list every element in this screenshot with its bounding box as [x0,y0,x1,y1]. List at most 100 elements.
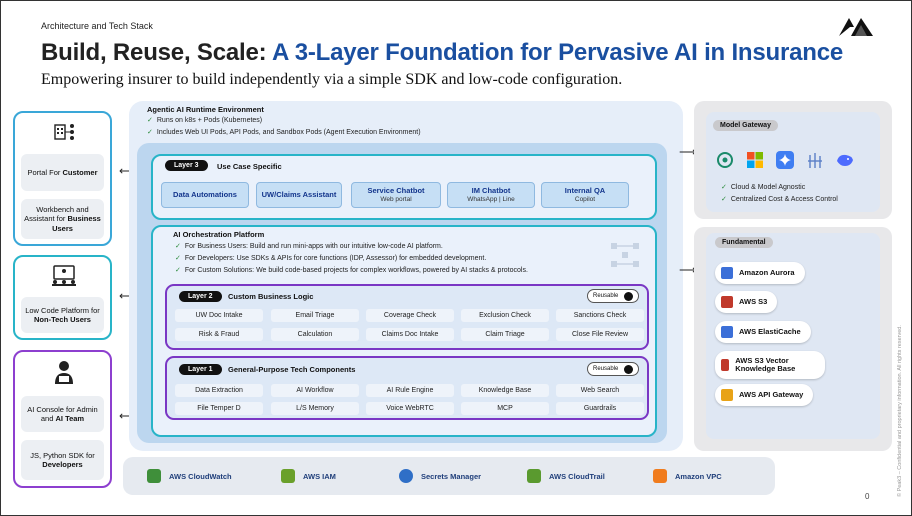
reusable-toggle: Reusable [587,289,640,303]
left-card-bold: Developers [42,460,83,469]
toggle-dot-icon [624,291,634,301]
layer1-item: AI Rule Engine [366,384,454,397]
deepseek-icon [837,154,853,166]
service-cloudtrail: AWS CloudTrail [527,469,605,483]
elasticache-icon [721,326,733,338]
usecase-name: IM Chatbot [471,185,511,195]
check-icon: ✓ [175,255,181,262]
bullet-text: Cloud & Model Agnostic [730,184,806,191]
check-icon: ✓ [175,267,181,274]
left-panel-customers: Portal For Customer Workbench and Assist… [13,111,112,246]
usecase-name: Data Automations [173,189,237,199]
left-card-low-code: Low Code Platform for Non-Tech Users [21,297,104,333]
service-vpc: Amazon VPC [653,469,722,483]
bullet-text: For Developers: Use SDKs & APIs for core… [184,255,487,262]
reusable-label: Reusable [593,293,619,299]
arrow-right-icon: ⟶ [679,145,697,159]
layer2-item: Email Triage [271,309,359,322]
gateway-bullet: ✓Cloud & Model Agnostic [721,183,805,191]
service-iam: AWS IAM [281,469,336,483]
left-panel-developers: AI Console for Admin and AI Team JS, Pyt… [13,350,112,488]
layer1-item: File Temper D [175,402,263,415]
layer2-pill: Layer 2 [179,291,222,302]
reusable-toggle: Reusable [587,362,640,376]
page-number: 0 [865,492,870,501]
agentic-bullet: ✓Includes Web UI Pods, API Pods, and San… [147,128,421,136]
left-card-customer-portal: Portal For Customer [21,154,104,191]
left-card-ai-console: AI Console for Admin and AI Team [21,396,104,432]
layer1-item: Voice WebRTC [366,402,454,415]
bullet-text: Centralized Cost & Access Control [730,196,838,203]
left-card-bold: Business Users [52,214,101,233]
left-card-business-users: Workbench and Assistant for Business Use… [21,199,104,239]
service-name: Amazon VPC [675,471,722,481]
left-card-text: JS, Python SDK for [30,450,95,460]
layer2-item: Calculation [271,328,359,341]
workflow-icon [611,243,639,267]
usecase-data-automations: Data Automations [161,182,249,208]
vpc-icon [653,469,667,483]
left-panel-non-tech: Low Code Platform for Non-Tech Users [13,255,112,340]
layer2-title: Custom Business Logic [228,292,314,301]
bullet-text: Includes Web UI Pods, API Pods, and Sand… [156,129,421,136]
page-title: Build, Reuse, Scale: A 3-Layer Foundatio… [41,39,843,67]
fundamental-tag: Fundamental [715,237,773,248]
layer1-item: Guardrails [556,402,644,415]
orchestration-title: AI Orchestration Platform [173,230,265,239]
layer2-item: Claims Doc Intake [366,328,454,341]
agentic-bullet: ✓Runs on k8s + Pods (Kubernetes) [147,116,262,124]
check-icon: ✓ [721,196,727,203]
s3-vector-icon [721,359,730,371]
service-name: AWS IAM [303,471,336,481]
reusable-label: Reusable [593,366,619,372]
developer-icon [55,361,73,384]
check-icon: ✓ [147,117,153,124]
layer1-item: MCP [461,402,549,415]
layer1-item: Web Search [556,384,644,397]
agentic-title: Agentic AI Runtime Environment [147,105,264,114]
s3-icon [721,296,733,308]
aurora-icon [721,267,733,279]
left-card-sdk: JS, Python SDK for Developers [21,440,104,480]
orchestration-bullet: ✓For Developers: Use SDKs & APIs for cor… [175,254,486,262]
page-subtitle: Empowering insurer to build independentl… [41,71,623,88]
org-chart-icon [54,124,74,140]
model-gateway-tag: Model Gateway [713,120,778,131]
usecase-name: UW/Claims Assistant [261,189,337,199]
service-s3-vector-kb: AWS S3 Vector Knowledge Base [715,351,825,379]
left-card-text: Workbench and Assistant for [24,204,89,224]
usecase-uw-claims: UW/Claims Assistant [256,182,342,208]
bullet-text: For Custom Solutions: We build code-base… [184,267,528,274]
left-card-text: AI Console for Admin and [27,404,98,423]
api-gateway-icon [721,389,733,401]
llama-index-icon [808,153,822,168]
service-aws-api-gateway: AWS API Gateway [715,384,814,406]
bullet-text: For Business Users: Build and run mini-a… [184,243,443,250]
service-name: AWS API Gateway [739,389,804,399]
orchestration-bullet: ✓For Business Users: Build and run mini-… [175,242,443,250]
service-aws-elasticache: AWS ElastiCache [715,321,811,343]
usecase-name: Service Chatbot [367,185,425,195]
section-label: Architecture and Tech Stack [41,21,153,31]
usecase-sub: Web portal [380,195,412,203]
openai-icon [717,152,733,168]
usecase-sub: Copilot [574,195,596,203]
layer2-item: Exclusion Check [461,309,549,322]
left-card-text: Low Code Platform for [25,305,100,315]
service-name: AWS CloudWatch [169,471,232,481]
company-logo [839,18,873,36]
check-icon: ✓ [147,129,153,136]
layer2-item: Close File Review [556,328,644,341]
secrets-manager-icon [399,469,413,483]
layer2-item: Sanctions Check [556,309,644,322]
gemini-icon [776,151,794,169]
iam-icon [281,469,295,483]
layer1-pill: Layer 1 [179,364,222,375]
title-part1: Build, Reuse, Scale: [41,39,267,66]
layer1-item: AI Workflow [271,384,359,397]
layer2-item: Claim Triage [461,328,549,341]
